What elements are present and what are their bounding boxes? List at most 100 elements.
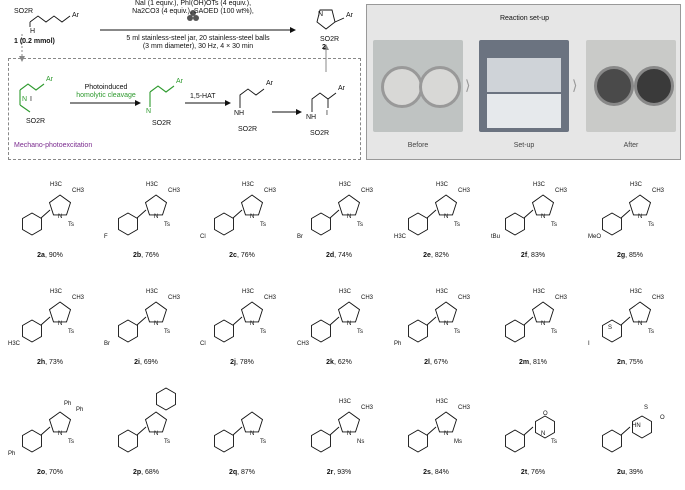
compound-yield: , 82%: [430, 252, 449, 259]
thiophene-sulfur: S: [608, 325, 613, 331]
benzene-ring: [408, 319, 428, 343]
n-protecting-group: Ts: [551, 329, 557, 335]
compound-yield: , 73%: [45, 359, 64, 366]
compound-caption: 2d, 74%: [299, 252, 379, 259]
iodide-i: I: [326, 110, 328, 117]
methyl-group: H3C: [50, 182, 63, 188]
mechanism-box: [8, 58, 361, 160]
compound-id: 2t: [520, 469, 528, 476]
n-iodo-intermediate: [19, 83, 45, 113]
aryl-bond: [136, 209, 147, 219]
compound-id: 2h: [36, 359, 46, 366]
ring-substituent: Br: [297, 234, 303, 240]
aryl-bond: [523, 316, 534, 326]
benzene-ring: [602, 429, 622, 453]
compound-caption: 2l, 67%: [396, 359, 476, 366]
heterocycle-ring: [144, 194, 168, 216]
benzene-ring: [408, 429, 428, 453]
compound-structure: [408, 194, 458, 236]
n-protecting-group: Ts: [164, 329, 170, 335]
iodide-ar: Ar: [338, 85, 345, 92]
n-protecting-group: Ts: [260, 439, 266, 445]
methyl-group: H3C: [533, 289, 546, 295]
heterocycle-ring: [337, 194, 361, 216]
compound-yield: , 81%: [529, 359, 548, 366]
ring-substituent: Cl: [200, 234, 206, 240]
phenyl-group: Ph: [76, 407, 84, 413]
aryl-bond: [620, 316, 631, 326]
methyl-group: H3C: [339, 289, 352, 295]
heterocycle-ring: [628, 194, 652, 216]
compound-id: 2b: [132, 252, 142, 259]
ring-substituent: Ph: [394, 341, 402, 347]
benzene-ring: [118, 429, 138, 453]
substrate-ar: Ar: [72, 12, 79, 19]
after-label: After: [623, 142, 639, 149]
n-atom: N: [154, 214, 159, 220]
compound-structure: [118, 301, 168, 343]
heterocycle-ring: [531, 194, 555, 216]
compound-id: 2p: [132, 469, 142, 476]
mill-line-2: (3 mm diameter), 30 Hz, 4 × 30 min: [142, 43, 254, 50]
compound-id: 2q: [228, 469, 238, 476]
benzene-ring: [22, 429, 42, 453]
aryl-bond: [329, 426, 340, 436]
cradical-nh: NH: [234, 110, 245, 117]
substrate-amount: 1 (0.2 mmol): [14, 38, 55, 45]
compound-yield: , 62%: [333, 359, 352, 366]
heterocycle-ring: [434, 194, 458, 216]
intermediate-n: N: [22, 96, 28, 103]
n-protecting-group: Ts: [68, 439, 74, 445]
compound-id: 2f: [520, 252, 528, 259]
benzene-ring: [408, 212, 428, 236]
benzene-ring: [118, 212, 138, 236]
methyl-group: CH3: [555, 188, 568, 194]
heterocycle-ring: [240, 194, 264, 216]
n-protecting-group: Ms: [454, 439, 462, 445]
benzene-ring: [311, 212, 331, 236]
aryl-bond: [620, 209, 631, 219]
product-ar: Ar: [346, 12, 353, 19]
methyl-group: CH3: [652, 188, 665, 194]
aryl-bond: [232, 209, 243, 219]
benzene-ring: [602, 212, 622, 236]
compound-structure: [602, 415, 652, 453]
compound-id: 2g: [616, 252, 626, 259]
compound-caption: 2b, 76%: [106, 252, 186, 259]
aryl-bond: [136, 316, 147, 326]
n-atom: N: [347, 321, 352, 327]
compound-yield: , 90%: [44, 252, 63, 259]
compound-id: 2r: [326, 469, 334, 476]
n-protecting-group: Ts: [648, 329, 654, 335]
compound-yield: , 87%: [237, 469, 256, 476]
n-protecting-group: Ns: [357, 439, 365, 445]
intermediate-so2r: SO2R: [26, 118, 46, 125]
aryl-bond: [136, 426, 147, 436]
intermediate-ar: Ar: [46, 76, 53, 83]
compound-structure: [505, 415, 555, 453]
n-atom: N: [638, 321, 643, 327]
compound-structure: [505, 194, 555, 236]
heterocycle-ring: [240, 301, 264, 323]
compound-yield: , 76%: [236, 252, 255, 259]
heterocycle-ring: [48, 301, 72, 323]
methyl-group: CH3: [555, 295, 568, 301]
ring-substituent: F: [104, 234, 108, 240]
aryl-bond: [426, 209, 437, 219]
compound-structure: [22, 194, 72, 236]
cradical-ar: Ar: [266, 80, 273, 87]
heterocycle-ring: [535, 415, 555, 439]
compound-id: 2u: [616, 469, 626, 476]
compound-structure: [311, 301, 361, 343]
n-atom: N: [347, 214, 352, 220]
n-atom: N: [347, 431, 352, 437]
product-so2r: SO2R: [320, 36, 340, 43]
mill-line-1: 5 ml stainless-steel jar, 20 stainless-s…: [126, 35, 270, 42]
methyl-group: CH3: [72, 295, 85, 301]
compound-structure: [22, 411, 72, 453]
methyl-group: H3C: [146, 289, 159, 295]
